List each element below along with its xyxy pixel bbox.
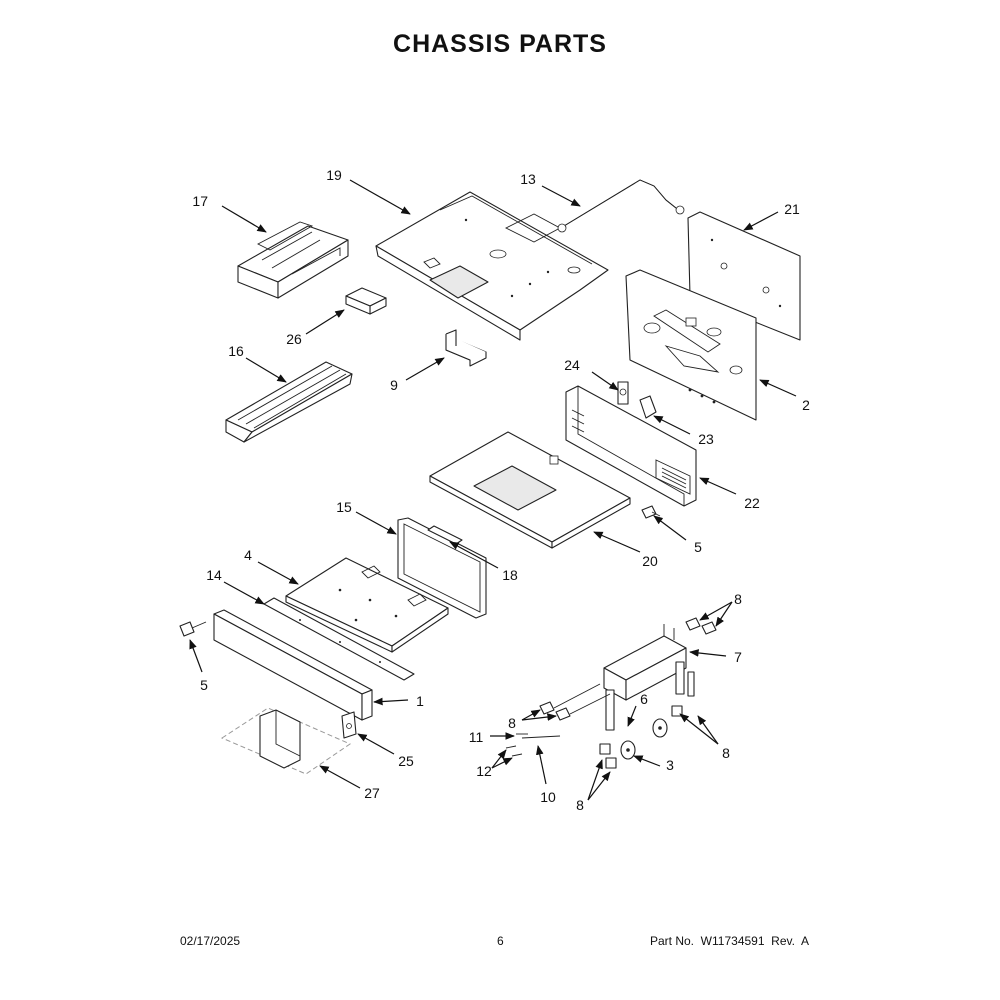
callout-14: 14: [206, 567, 222, 583]
callout-8-bottom: 8: [576, 797, 584, 813]
callout-6: 6: [640, 691, 648, 707]
callout-17: 17: [192, 193, 208, 209]
part-21-rear-cover-panel[interactable]: [687, 211, 801, 341]
part-4-bottom-plate[interactable]: [285, 557, 449, 653]
leader-lines: [189, 179, 797, 801]
footer-date: 02/17/2025: [180, 934, 241, 948]
part-26-small-bracket[interactable]: [345, 287, 387, 315]
callout-8-top: 8: [734, 591, 742, 607]
part-14-trim[interactable]: [263, 597, 415, 681]
part-27-box[interactable]: [220, 707, 352, 775]
part-24-sensor[interactable]: [617, 381, 629, 405]
part-8-bolts[interactable]: [539, 617, 717, 769]
callout-3: 3: [666, 757, 674, 773]
callout-20: 20: [642, 553, 658, 569]
callout-24: 24: [564, 357, 580, 373]
footer-part-number: Part No. W11734591 Rev. A: [650, 934, 809, 948]
part-18-strip[interactable]: [427, 525, 463, 545]
part-5-screw-upper[interactable]: [641, 505, 661, 519]
callout-8-left: 8: [508, 715, 516, 731]
part-25-clip[interactable]: [341, 711, 357, 739]
part-16-rail-channel[interactable]: [225, 361, 353, 443]
callout-1: 1: [416, 693, 424, 709]
part-17-tray-bracket[interactable]: [237, 221, 349, 299]
part-7-leg-bracket[interactable]: [603, 624, 687, 701]
part-1-front-panel[interactable]: [213, 609, 373, 721]
callout-23: 23: [698, 431, 714, 447]
page-title: CHASSIS PARTS: [393, 30, 607, 58]
part-19-top-chassis-panel[interactable]: [375, 191, 609, 341]
part-12-pins[interactable]: [505, 745, 523, 757]
callout-5-lower: 5: [200, 677, 208, 693]
callout-5-upper: 5: [694, 539, 702, 555]
part-3-casters[interactable]: [620, 718, 668, 760]
callout-11: 11: [469, 729, 484, 745]
callout-27: 27: [364, 785, 380, 801]
part-23-clip[interactable]: [639, 395, 657, 419]
callout-19: 19: [326, 167, 342, 183]
callout-4: 4: [244, 547, 252, 563]
callout-8-right: 8: [722, 745, 730, 761]
callout-7: 7: [734, 649, 742, 665]
part-5-screw-lower[interactable]: [179, 621, 207, 637]
footer-page-number: 6: [497, 934, 504, 948]
part-6-legs[interactable]: [605, 661, 695, 731]
callout-26: 26: [286, 331, 302, 347]
part-13-tube[interactable]: [557, 179, 685, 233]
callout-labels: 17 19 13 21 26 16 9 2 24 23 22 5 20 15 1…: [192, 167, 810, 813]
callout-12: 12: [476, 763, 492, 779]
part-10-rod[interactable]: [521, 735, 561, 739]
callout-9: 9: [390, 377, 398, 393]
callout-2: 2: [802, 397, 810, 413]
callout-13: 13: [520, 171, 536, 187]
part-22-control-box[interactable]: [565, 385, 697, 507]
callout-16: 16: [228, 343, 244, 359]
callout-10: 10: [540, 789, 556, 805]
part-20-floor-tray[interactable]: [429, 431, 631, 549]
callout-22: 22: [744, 495, 760, 511]
callout-15: 15: [336, 499, 352, 515]
callout-25: 25: [398, 753, 414, 769]
callout-18: 18: [502, 567, 518, 583]
part-9-bracket[interactable]: [445, 329, 487, 367]
part-2-back-panel[interactable]: [625, 269, 757, 421]
callout-21: 21: [784, 201, 800, 217]
